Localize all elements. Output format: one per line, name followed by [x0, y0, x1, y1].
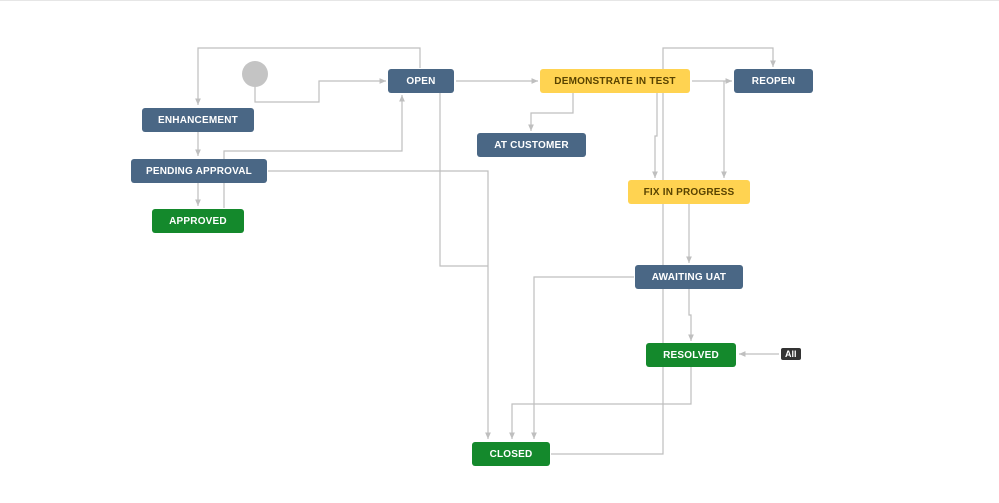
edge-open-to-closed — [439, 93, 488, 267]
edge-demonstrate-to-fix — [652, 93, 658, 178]
status-demonstrate-in-test[interactable]: DEMONSTRATE IN TEST — [540, 69, 690, 93]
edge-start-to-open — [254, 78, 386, 103]
status-pending-approval[interactable]: PENDING APPROVAL — [131, 159, 267, 183]
status-closed[interactable]: CLOSED — [472, 442, 550, 466]
edge-closed-to-reopen — [551, 47, 776, 455]
edge-pending-approval-to-closed — [268, 170, 491, 439]
status-approved[interactable]: APPROVED — [152, 209, 244, 233]
edge-demonstrate-to-at-customer — [528, 93, 574, 131]
status-open[interactable]: OPEN — [388, 69, 454, 93]
start-node — [242, 61, 268, 87]
edge-resolved-to-closed — [509, 367, 692, 439]
status-reopen[interactable]: REOPEN — [734, 69, 813, 93]
global-transition-badge[interactable]: All — [781, 348, 801, 360]
status-resolved[interactable]: RESOLVED — [646, 343, 736, 367]
status-at-customer[interactable]: AT CUSTOMER — [477, 133, 586, 157]
edge-awaiting-uat-to-resolved — [688, 288, 694, 341]
status-awaiting-uat[interactable]: AWAITING UAT — [635, 265, 743, 289]
edge-awaiting-uat-to-closed — [531, 276, 634, 439]
status-fix-in-progress[interactable]: FIX IN PROGRESS — [628, 180, 750, 204]
edge-open-to-enhancement — [195, 47, 421, 105]
status-enhancement[interactable]: ENHANCEMENT — [142, 108, 254, 132]
